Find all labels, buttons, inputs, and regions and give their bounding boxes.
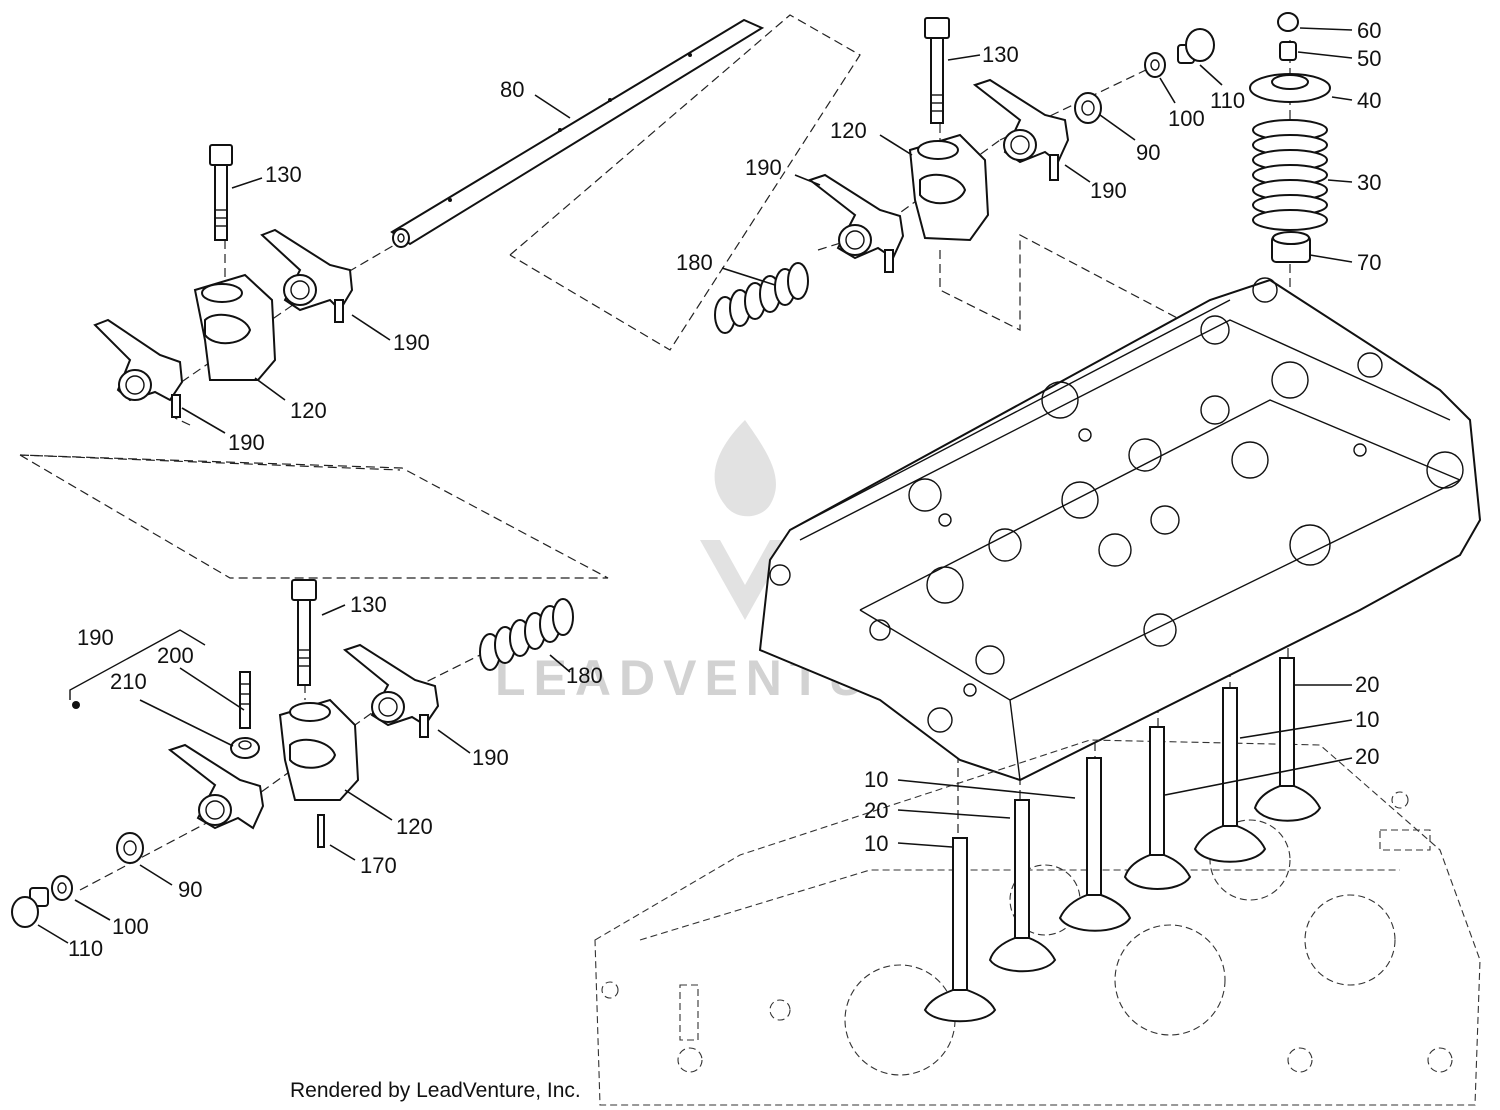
- valve-6: [1253, 657, 1322, 822]
- valve-4: [1123, 726, 1192, 890]
- callout-190-bottom-right: 190: [472, 745, 509, 770]
- callout-120-top: 120: [830, 118, 867, 143]
- callout-30: 30: [1357, 170, 1381, 195]
- valve-5: [1193, 687, 1267, 863]
- callout-20-c: 20: [864, 798, 888, 823]
- callout-110-bottom: 110: [68, 936, 103, 961]
- valves: [923, 657, 1322, 1023]
- bottom-rocker-group: [11, 579, 574, 928]
- valve-2: [988, 799, 1057, 973]
- callout-100-top: 100: [1168, 106, 1205, 131]
- callout-210: 210: [110, 669, 147, 694]
- callout-190-top-right: 190: [1090, 178, 1127, 203]
- callout-180-top: 180: [676, 250, 713, 275]
- callout-190-left-lower: 190: [228, 430, 265, 455]
- callout-180-bottom: 180: [566, 663, 603, 688]
- callout-70: 70: [1357, 250, 1381, 275]
- callout-10-b: 10: [864, 767, 888, 792]
- callout-200: 200: [157, 643, 194, 668]
- callout-90-bottom: 90: [178, 877, 202, 902]
- valve-spring-stack: [1249, 12, 1331, 263]
- left-upper-rocker-group: [93, 144, 354, 418]
- callout-170: 170: [360, 853, 397, 878]
- callout-100-bottom: 100: [112, 914, 149, 939]
- callout-40: 40: [1357, 88, 1381, 113]
- callout-20-a: 20: [1355, 672, 1379, 697]
- cylinder-head: [758, 277, 1482, 782]
- top-rocker-group: [714, 17, 1215, 334]
- callout-10-a: 10: [1355, 707, 1379, 732]
- callout-190-bottom-group: 190: [77, 625, 114, 650]
- callout-60: 60: [1357, 18, 1381, 43]
- leader-lines: [37, 27, 1353, 944]
- callout-120-bottom: 120: [396, 814, 433, 839]
- callout-190-left-upper: 190: [393, 330, 430, 355]
- callout-50: 50: [1357, 46, 1381, 71]
- callout-80: 80: [500, 77, 524, 102]
- rocker-shaft: [390, 18, 765, 248]
- callout-130-bottom: 130: [350, 592, 387, 617]
- callout-110-top: 110: [1210, 88, 1245, 113]
- callout-120-left: 120: [290, 398, 327, 423]
- valve-1: [923, 837, 997, 1023]
- callout-190-top-left: 190: [745, 155, 782, 180]
- top-spring: [714, 262, 809, 334]
- callout-20-b: 20: [1355, 744, 1379, 769]
- callout-labels: 80 130 190 120 190 130 110 100 90 120 19…: [68, 18, 1381, 961]
- watermark-flame-icon: [714, 420, 776, 517]
- callout-90-top: 90: [1136, 140, 1160, 165]
- callout-10-c: 10: [864, 831, 888, 856]
- valve-3: [1058, 757, 1132, 932]
- watermark-v-icon: [700, 540, 790, 620]
- callout-130-top: 130: [982, 42, 1019, 67]
- render-credit: Rendered by LeadVenture, Inc.: [290, 1079, 581, 1102]
- bottom-spring: [479, 598, 574, 671]
- callout-130-left: 130: [265, 162, 302, 187]
